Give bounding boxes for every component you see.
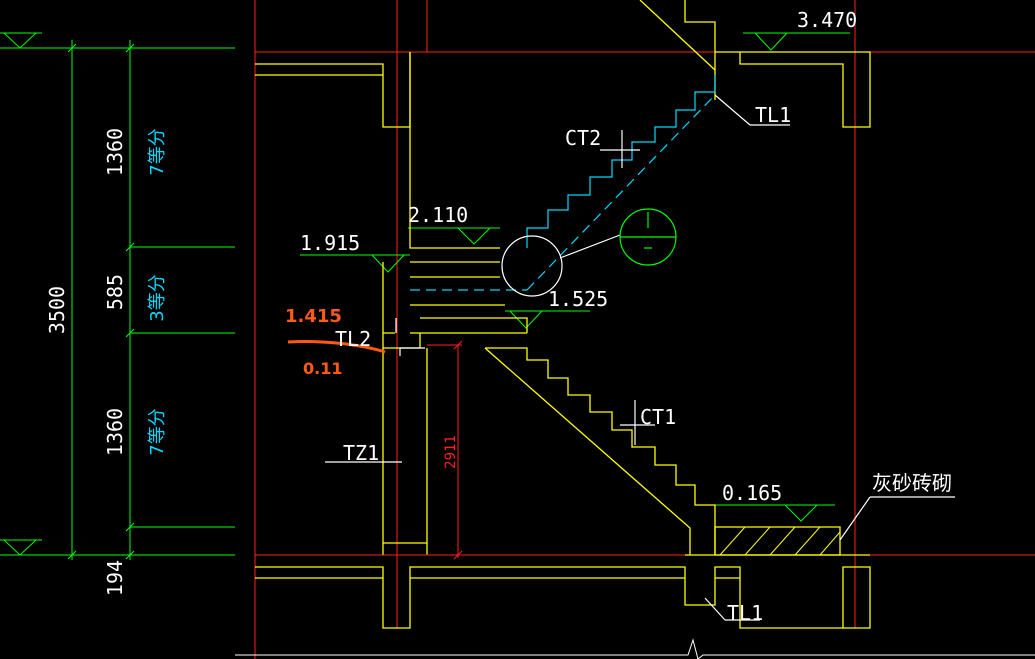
dim-seg-bot: 1360 — [103, 408, 127, 456]
dim-seg-bot-div: 7等分 — [147, 408, 168, 455]
masonry-hatch — [719, 526, 841, 556]
elev-landing-upper: 2.110 — [408, 203, 468, 227]
label-tl1-bottom: TL1 — [727, 601, 763, 625]
structure-lines — [255, 0, 871, 629]
elev-landing-mid: 1.525 — [548, 287, 608, 311]
label-tl2: TL2 — [335, 327, 371, 351]
axis-lines — [254, 0, 1035, 659]
label-tl1-top: TL1 — [755, 103, 791, 127]
handwritten-markup — [287, 340, 386, 354]
label-ct2: CT2 — [565, 126, 601, 150]
dim-total: 3500 — [45, 286, 69, 334]
callout-circles — [325, 94, 955, 621]
dim-seg-base: 194 — [103, 560, 127, 596]
elev-landing-left: 1.915 — [300, 231, 360, 255]
dimension-2911 — [383, 340, 463, 560]
elev-ground: 0.165 — [722, 481, 782, 505]
dim-seg-top-div: 7等分 — [147, 128, 168, 175]
dim-seg-mid-div: 3等分 — [147, 274, 168, 321]
dim-seg-top: 1360 — [103, 128, 127, 176]
dimension-lines — [0, 32, 850, 560]
break-line — [235, 638, 1035, 659]
hand-value-2: 0.11 — [303, 359, 342, 378]
detail-marker — [619, 208, 677, 266]
elev-top: 3.470 — [797, 8, 857, 32]
label-tz1: TZ1 — [343, 441, 379, 465]
ct2-stair-lines — [410, 75, 716, 291]
dim-2911: 2911 — [443, 435, 459, 469]
dim-seg-mid: 585 — [103, 274, 127, 310]
label-ct1: CT1 — [640, 405, 676, 429]
hand-value-1: 1.415 — [285, 306, 342, 327]
label-masonry: 灰砂砖砌 — [872, 471, 952, 495]
